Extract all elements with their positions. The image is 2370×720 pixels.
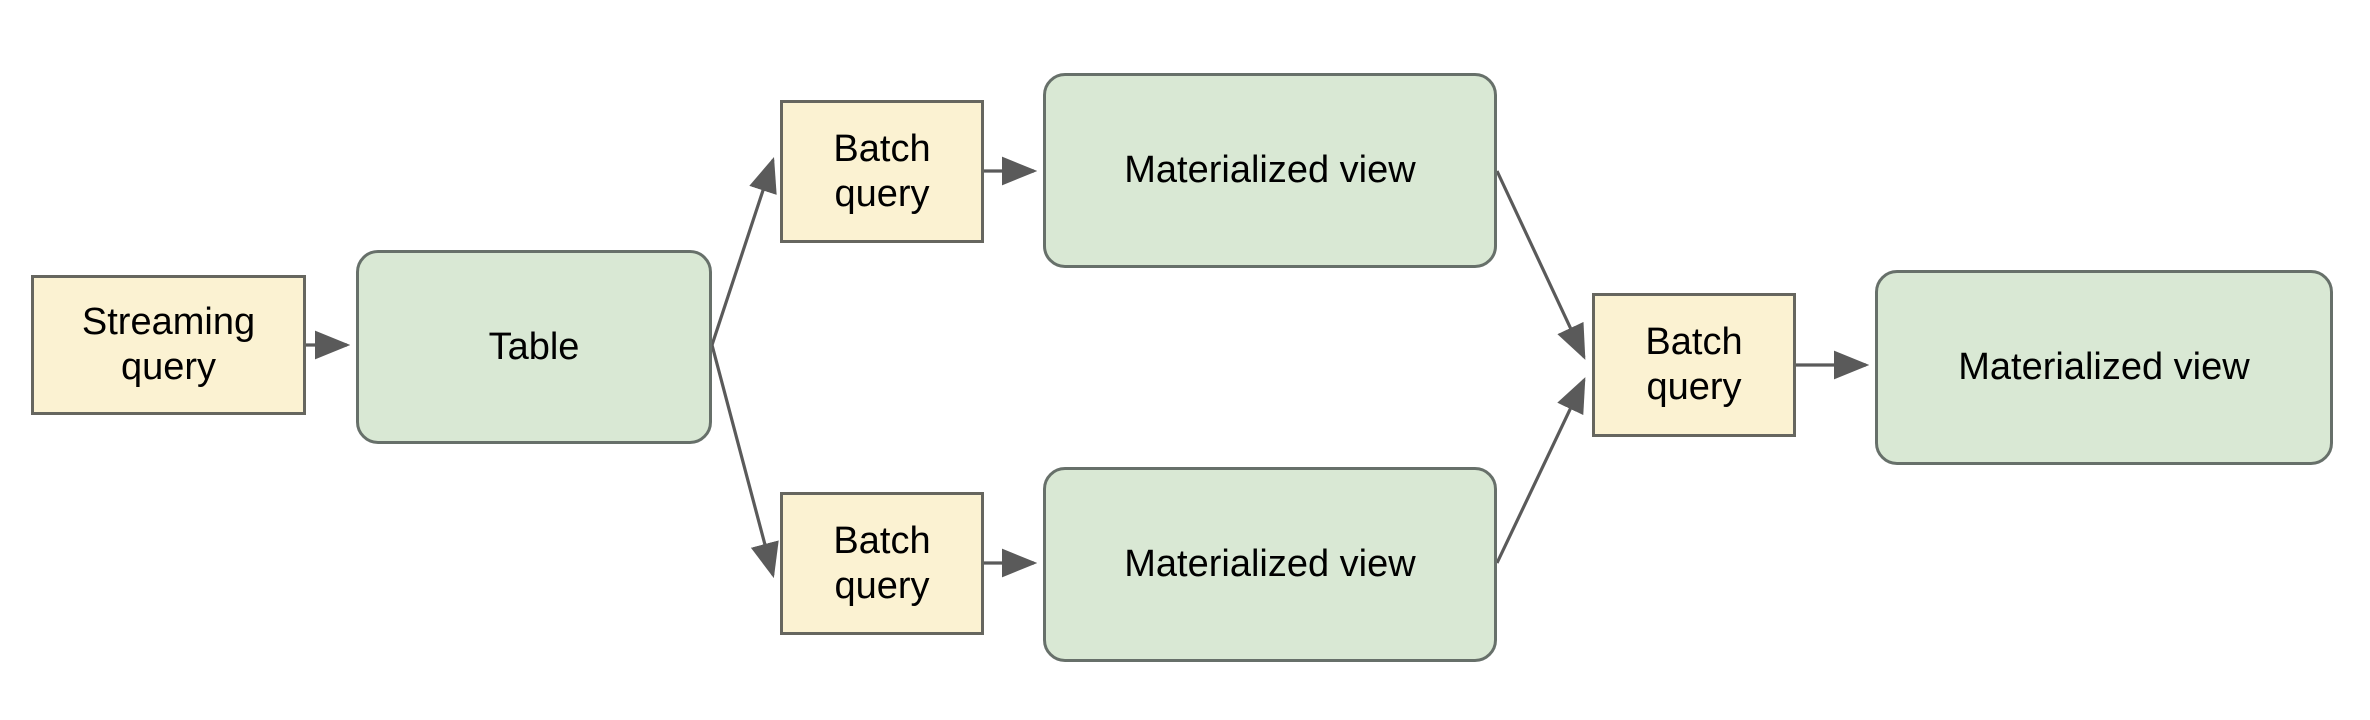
node-batch-query-top[interactable]: Batch query (780, 100, 984, 243)
node-batch-query-merge-label: Batch query (1645, 321, 1743, 408)
node-streaming-query[interactable]: Streaming query (31, 275, 306, 415)
edge-materialized-view-top-to-batch-query-merge (1495, 170, 1586, 360)
node-materialized-view-final-label: Materialized view (1958, 346, 2250, 389)
node-materialized-view-bottom[interactable]: Materialized view (1043, 467, 1497, 662)
node-table-label: Table (488, 325, 580, 368)
edge-table-to-batch-query-bottom (710, 344, 779, 579)
node-batch-query-top-label: Batch query (833, 127, 931, 215)
node-materialized-view-top-label: Materialized view (1124, 149, 1416, 192)
node-table[interactable]: Table (356, 250, 712, 444)
edge-table-to-batch-query-top (710, 156, 777, 346)
node-batch-query-bottom-label: Batch query (833, 519, 931, 607)
node-batch-query-merge[interactable]: Batch query (1592, 293, 1796, 437)
node-streaming-query-label: Streaming query (81, 301, 256, 388)
node-materialized-view-bottom-label: Materialized view (1124, 543, 1416, 586)
node-materialized-view-final[interactable]: Materialized view (1875, 270, 2333, 465)
edge-materialized-view-bottom-to-batch-query-merge (1495, 377, 1586, 564)
node-batch-query-bottom[interactable]: Batch query (780, 492, 984, 635)
node-materialized-view-top[interactable]: Materialized view (1043, 73, 1497, 268)
